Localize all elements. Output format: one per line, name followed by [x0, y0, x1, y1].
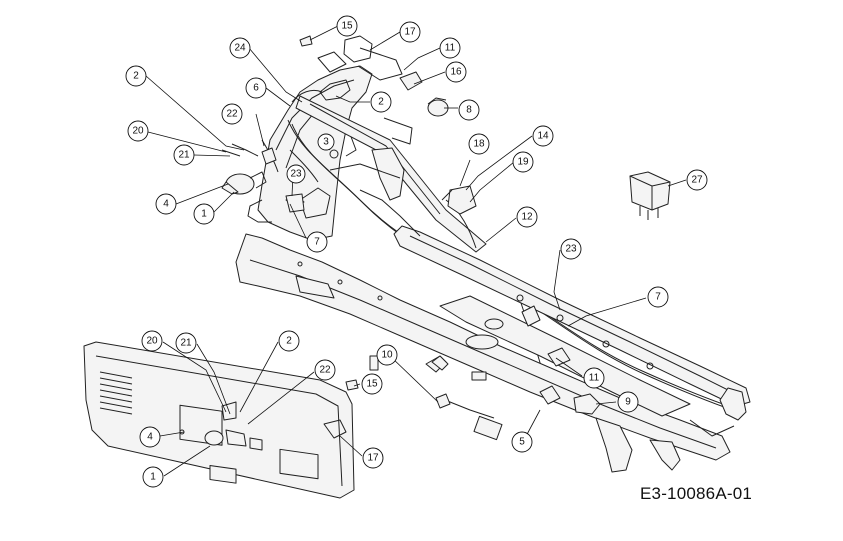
svg-text:11: 11 — [589, 373, 600, 384]
svg-text:20: 20 — [146, 336, 158, 347]
callout-7: 7 — [647, 286, 669, 308]
drawing-code-label: E3-10086A-01 — [640, 484, 753, 503]
leader-lines — [145, 25, 687, 477]
callout-1: 1 — [142, 466, 164, 488]
svg-text:3: 3 — [323, 137, 329, 148]
svg-text:15: 15 — [366, 379, 378, 390]
callout-3: 3 — [317, 133, 335, 151]
svg-text:22: 22 — [226, 109, 238, 120]
callout-10: 10 — [376, 344, 398, 366]
callout-15: 15 — [336, 15, 358, 37]
callout-11: 11 — [439, 37, 461, 59]
svg-text:2: 2 — [286, 336, 292, 347]
callout-5: 5 — [511, 431, 533, 453]
svg-text:1: 1 — [201, 209, 207, 220]
svg-text:8: 8 — [466, 105, 472, 116]
svg-text:17: 17 — [404, 27, 416, 38]
svg-text:7: 7 — [655, 292, 661, 303]
callout-2: 2 — [370, 91, 392, 113]
callout-20: 20 — [127, 120, 149, 142]
svg-text:4: 4 — [147, 432, 153, 443]
svg-text:17: 17 — [367, 453, 379, 464]
svg-text:23: 23 — [565, 244, 577, 255]
callout-27: 27 — [686, 169, 708, 191]
callout-8: 8 — [458, 99, 480, 121]
callout-22: 22 — [314, 359, 336, 381]
svg-text:2: 2 — [378, 97, 384, 108]
svg-text:9: 9 — [625, 397, 631, 408]
svg-text:4: 4 — [163, 199, 169, 210]
callouts: 15 17 11 16 24 2 6 2 8 22 20 3 18 14 21 … — [125, 15, 708, 488]
callout-17: 17 — [362, 447, 384, 469]
callout-24: 24 — [229, 37, 251, 59]
svg-text:19: 19 — [517, 157, 529, 168]
svg-text:2: 2 — [133, 71, 139, 82]
callout-6: 6 — [245, 77, 267, 99]
callout-4: 4 — [139, 426, 161, 448]
callout-23: 23 — [286, 164, 306, 184]
svg-text:1: 1 — [150, 472, 156, 483]
svg-text:15: 15 — [341, 21, 353, 32]
callout-16: 16 — [445, 61, 467, 83]
svg-text:27: 27 — [691, 175, 703, 186]
callout-15: 15 — [361, 373, 383, 395]
svg-text:11: 11 — [445, 43, 456, 54]
rear-components — [521, 305, 601, 415]
svg-text:20: 20 — [132, 126, 144, 137]
callout-11: 11 — [583, 367, 605, 389]
svg-text:7: 7 — [314, 237, 320, 248]
callout-7: 7 — [306, 231, 328, 253]
svg-text:21: 21 — [178, 150, 190, 161]
callout-21: 21 — [173, 144, 195, 166]
callout-12: 12 — [516, 206, 538, 228]
svg-text:18: 18 — [473, 139, 485, 150]
callout-2: 2 — [125, 65, 147, 87]
callout-23: 23 — [560, 238, 582, 260]
callout-20: 20 — [141, 330, 163, 352]
callout-2: 2 — [278, 330, 300, 352]
svg-text:6: 6 — [253, 83, 259, 94]
steering-column — [295, 35, 487, 253]
svg-text:22: 22 — [319, 365, 331, 376]
callout-14: 14 — [532, 125, 554, 147]
callout-21: 21 — [175, 332, 197, 354]
svg-text:5: 5 — [519, 437, 525, 448]
callout-4: 4 — [155, 193, 177, 215]
svg-text:12: 12 — [521, 212, 533, 223]
svg-text:10: 10 — [381, 350, 393, 361]
callout-17: 17 — [399, 21, 421, 43]
svg-text:24: 24 — [234, 43, 246, 54]
callout-22: 22 — [221, 103, 243, 125]
svg-text:23: 23 — [290, 169, 302, 180]
svg-text:16: 16 — [450, 67, 462, 78]
callout-18: 18 — [468, 133, 490, 155]
callout-19: 19 — [512, 151, 534, 173]
callout-9: 9 — [617, 391, 639, 413]
dash-panel — [83, 341, 355, 499]
callout-1: 1 — [193, 203, 215, 225]
vent-grid — [99, 371, 133, 415]
svg-text:14: 14 — [537, 131, 549, 142]
svg-text:21: 21 — [180, 338, 192, 349]
